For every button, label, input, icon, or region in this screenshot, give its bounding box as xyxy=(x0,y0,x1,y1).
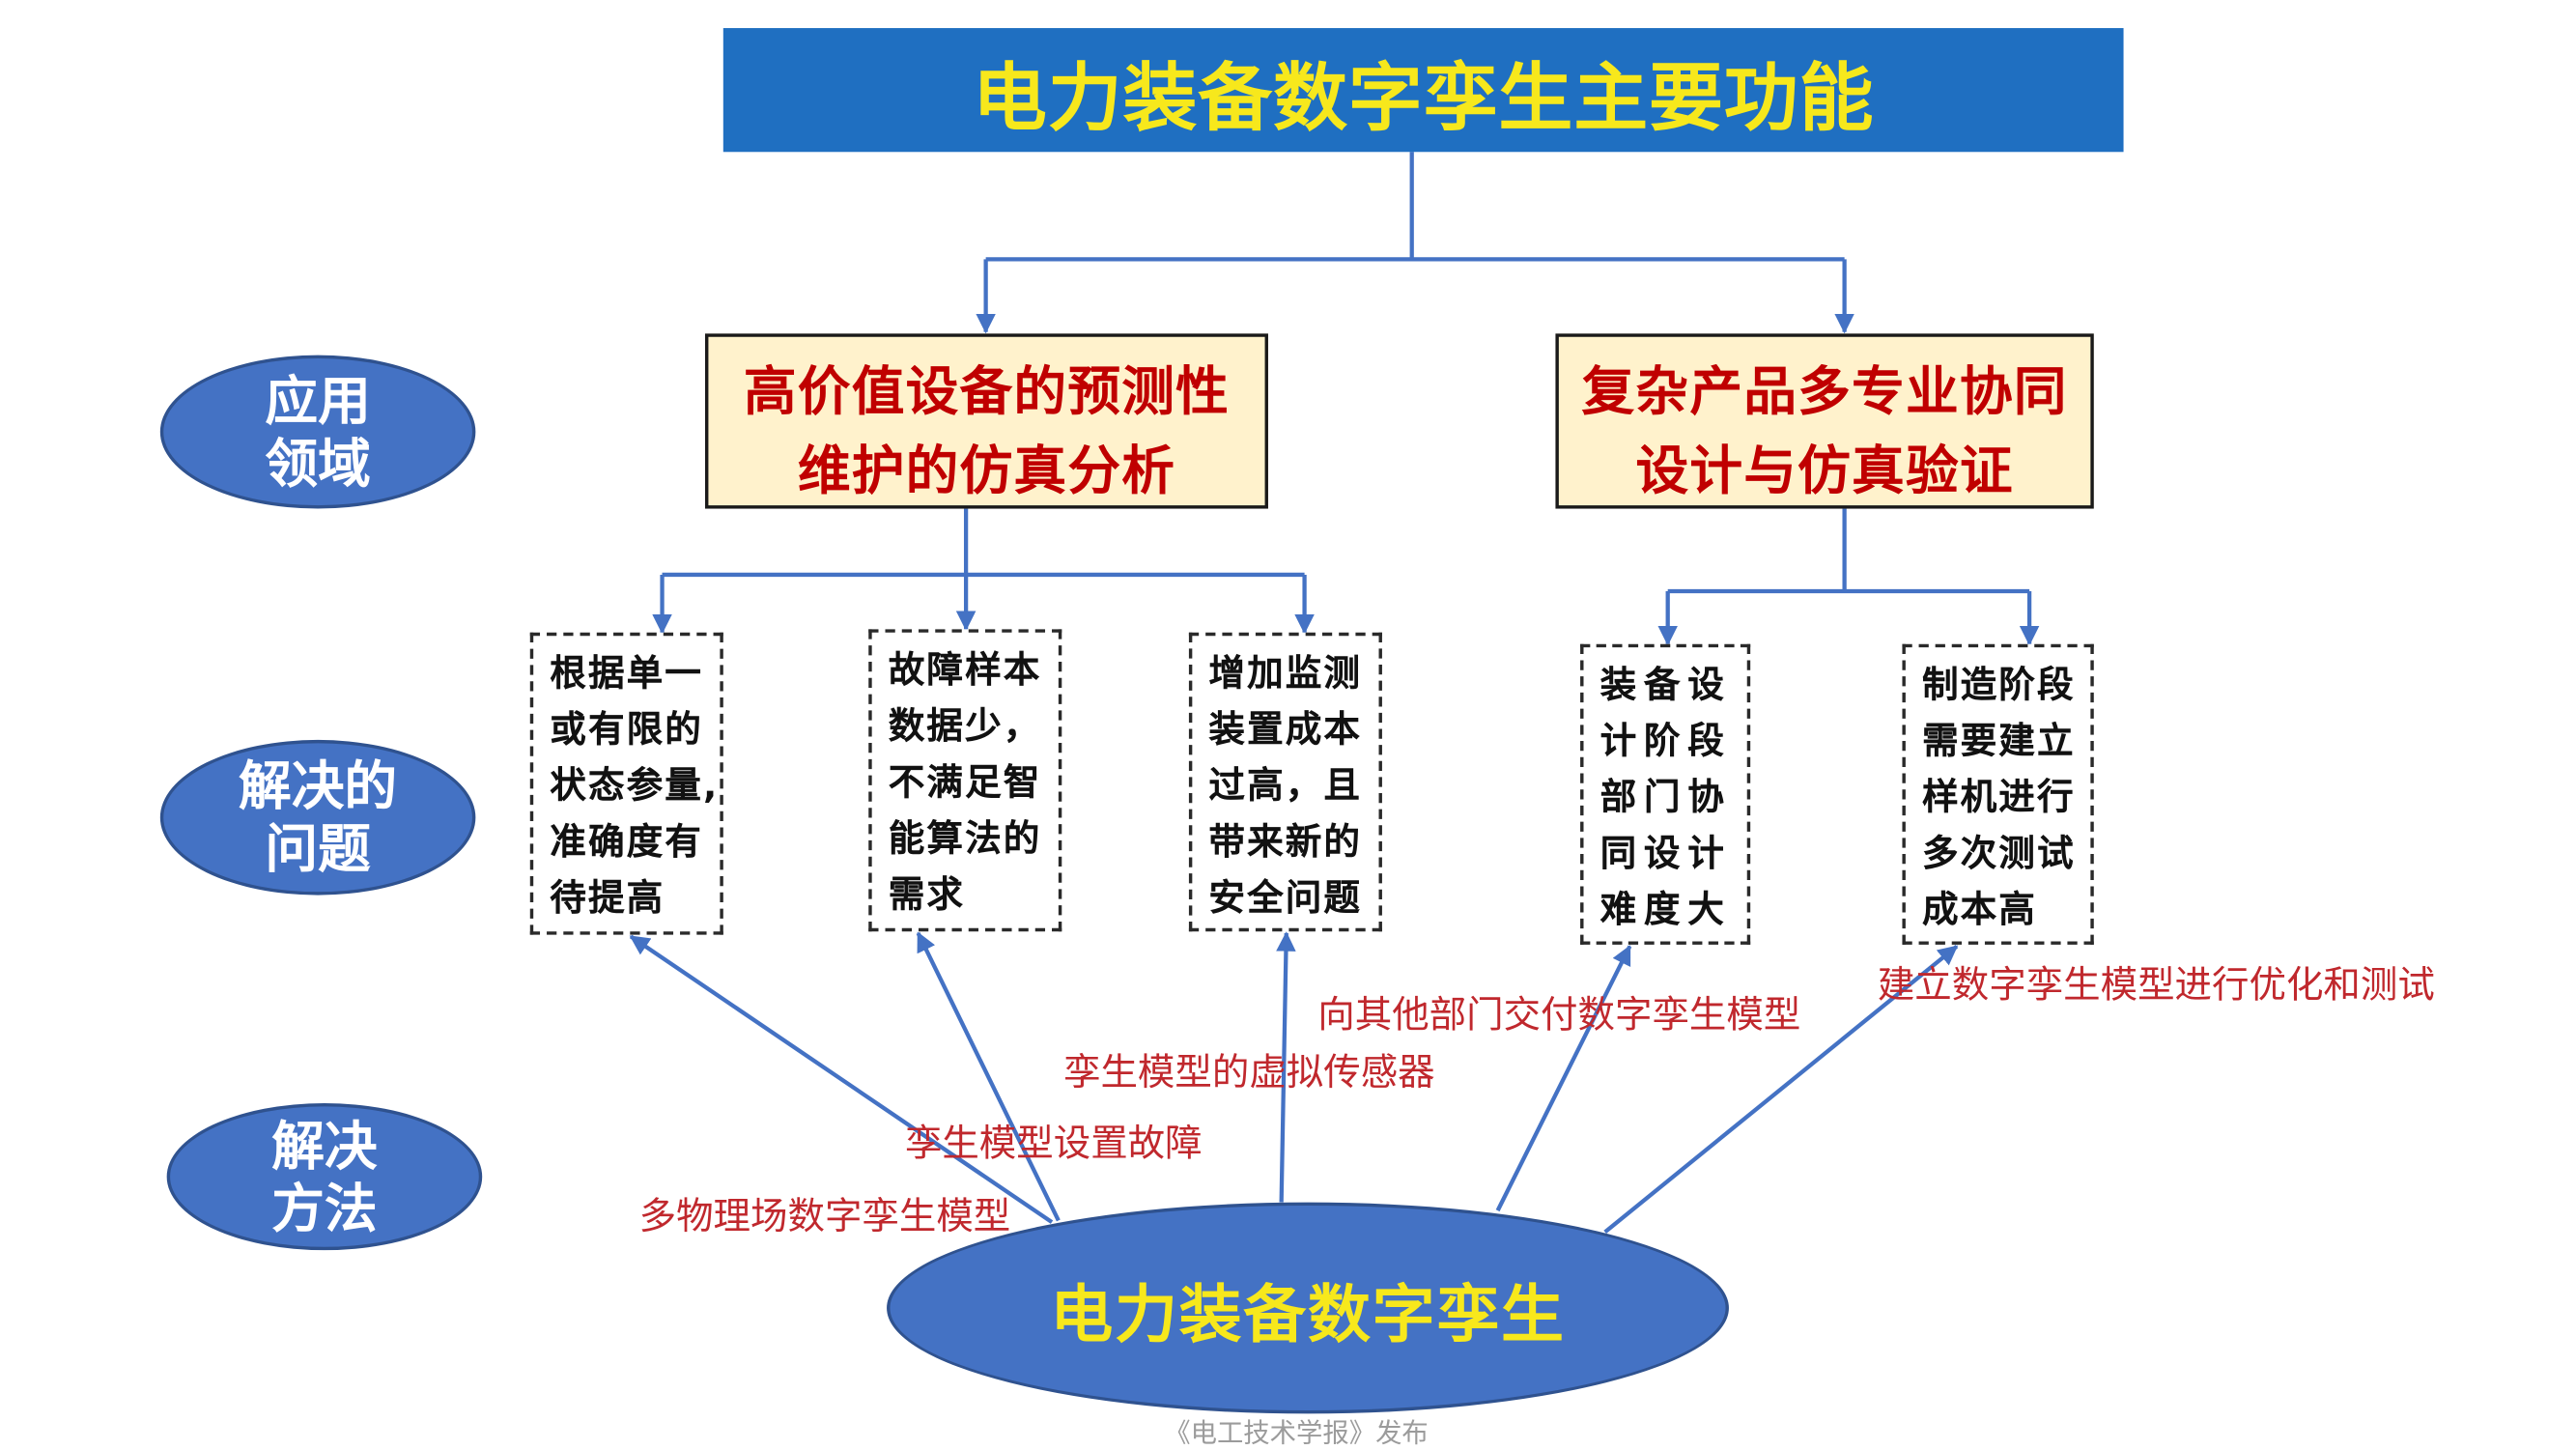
method-label: 孪生模型设置故障 xyxy=(904,1123,1203,1166)
title-banner: 电力装备数字孪生主要功能 xyxy=(722,28,2124,153)
row-label-application-domain-text: 应用 领域 xyxy=(265,369,371,496)
method-label: 多物理场数字孪生模型 xyxy=(638,1195,1011,1239)
row-label-application-domain: 应用 领域 xyxy=(159,355,476,509)
problem-text: 根据单一 或有限的 状态参量, 准确度有 待提高 xyxy=(550,654,720,921)
method-label: 建立数字孪生模型进行优化和测试 xyxy=(1877,964,2435,1008)
method-arrow-4 xyxy=(1495,945,1632,1212)
row-label-solution-methods: 解决 方法 xyxy=(166,1103,483,1251)
application-domain-text: 复杂产品多专业协同 设计与仿真验证 xyxy=(1581,359,2068,502)
problem-text: 装备设 计阶段 部门协 同设计 难度大 xyxy=(1599,665,1732,932)
method-label: 孪生模型的虚拟传感器 xyxy=(1062,1052,1435,1095)
application-domain-text: 高价值设备的预测性 维护的仿真分析 xyxy=(743,359,1231,502)
problem-text: 故障样本 数据少， 不满足智 能算法的 需求 xyxy=(888,650,1042,917)
problem-box: 根据单一 或有限的 状态参量, 准确度有 待提高 xyxy=(529,632,723,935)
problem-box: 装备设 计阶段 部门协 同设计 难度大 xyxy=(1580,643,1751,945)
diagram-title: 电力装备数字孪生主要功能 xyxy=(972,53,1875,142)
application-domain-box: 高价值设备的预测性 维护的仿真分析 xyxy=(704,333,1268,509)
method-arrow-2 xyxy=(916,931,1061,1222)
method-arrow-3 xyxy=(1276,931,1296,1203)
problem-box: 故障样本 数据少， 不满足智 能算法的 需求 xyxy=(868,629,1062,932)
row-label-problems-solved-text: 解决的 问题 xyxy=(239,754,398,881)
row-label-problems-solved: 解决的 问题 xyxy=(159,739,476,896)
publisher-footer: 《电工技术学报》发布 xyxy=(1164,1416,1429,1449)
problem-text: 增加监测 装置成本 过高，且 带来新的 安全问题 xyxy=(1208,654,1363,921)
problem-box: 增加监测 装置成本 过高，且 带来新的 安全问题 xyxy=(1188,632,1382,932)
application-domain-box: 复杂产品多专业协同 设计与仿真验证 xyxy=(1555,333,2094,509)
method-arrow-1 xyxy=(629,934,1054,1224)
row-label-solution-methods-text: 解决 方法 xyxy=(271,1114,378,1240)
core-label: 电力装备数字孪生 xyxy=(1050,1277,1566,1350)
method-label: 向其他部门交付数字孪生模型 xyxy=(1317,994,1801,1038)
core-ellipse: 电力装备数字孪生 xyxy=(887,1202,1729,1414)
method-arrow-5 xyxy=(1603,944,1959,1235)
problem-text: 制造阶段 需要建立 样机进行 多次测试 成本高 xyxy=(1921,665,2076,932)
problem-box: 制造阶段 需要建立 样机进行 多次测试 成本高 xyxy=(1902,643,2094,945)
